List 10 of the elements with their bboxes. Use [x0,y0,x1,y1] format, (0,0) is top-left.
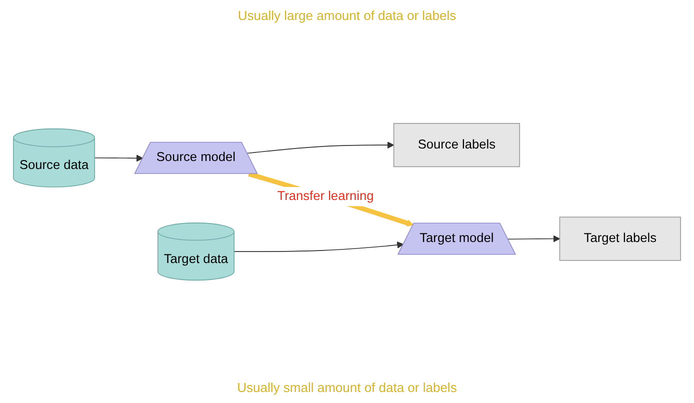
arrow [234,241,404,252]
arrow [248,171,414,226]
arrow [508,234,560,242]
edge-label: Transfer learning [277,189,374,203]
bracket-note: Usually small amount of data or labels [237,380,457,395]
node-box: Target labels [559,216,681,260]
bracket-note: Usually large amount of data or labels [238,8,456,23]
node-box: Source labels [393,122,520,167]
arrow [246,141,394,154]
arrow [94,154,144,162]
